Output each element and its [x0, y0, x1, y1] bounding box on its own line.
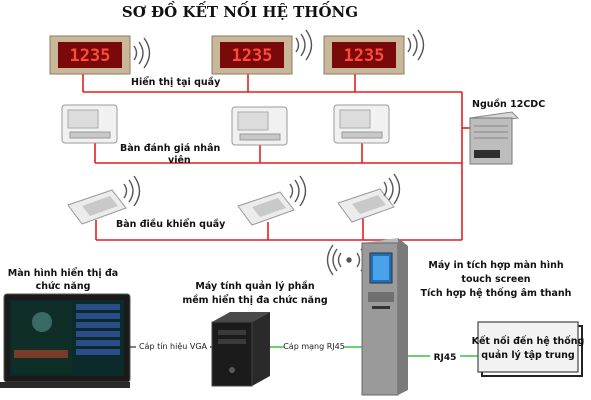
rating-panel-3 — [333, 104, 390, 144]
label-counter-display: Hiển thị tại quầy — [131, 76, 221, 88]
label-kiosk-line3: Tích hợp hệ thống âm thanh — [421, 288, 572, 299]
led-display-1-value: 1235 — [70, 46, 111, 66]
label-power: Nguồn 12CDC — [472, 99, 545, 110]
control-keypad-2 — [237, 191, 295, 226]
label-rating-line2: viên — [168, 155, 191, 166]
label-pc-line1: Máy tính quản lý phần — [195, 281, 314, 292]
label-rating-line1: Bàn đánh giá nhân — [120, 143, 220, 154]
label-rj45: RJ45 — [434, 353, 457, 363]
wireless-icon — [383, 173, 401, 205]
wireless-icon — [407, 29, 425, 61]
management-computer — [211, 312, 270, 387]
led-display-3-value: 1235 — [344, 46, 385, 66]
label-kiosk-line2: touch screen — [461, 274, 530, 285]
ticket-kiosk — [361, 238, 408, 396]
multi-function-monitor — [0, 293, 131, 388]
label-central-line2: quản lý tập trung — [481, 350, 574, 361]
rating-panel-2 — [231, 106, 288, 146]
label-central-line1: Kết nối đến hệ thống — [472, 336, 585, 347]
control-keypad-3 — [337, 188, 395, 223]
wireless-icon — [123, 175, 141, 207]
label-vga: Cáp tín hiệu VGA — [139, 341, 208, 351]
label-rj45-cable: Cáp mạng RJ45 — [283, 342, 345, 352]
label-kiosk-line1: Máy in tích hợp màn hình — [428, 260, 563, 271]
led-display-1: 1235 — [49, 35, 131, 75]
wireless-icon — [289, 175, 307, 207]
label-pc-line2: mềm hiển thị đa chức năng — [182, 294, 327, 306]
rating-panel-1 — [61, 104, 118, 144]
label-monitor-line1: Màn hình hiển thị đa — [8, 267, 118, 279]
central-management-box — [477, 321, 583, 377]
label-control: Bàn điều khiển quầy — [116, 218, 226, 230]
wireless-icon — [295, 29, 313, 61]
led-display-2-value: 1235 — [232, 46, 273, 66]
label-monitor-line2: chức năng — [36, 281, 91, 292]
led-display-3: 1235 — [323, 35, 405, 75]
diagram-title: SƠ ĐỒ KẾT NỐI HỆ THỐNG — [122, 1, 358, 21]
power-supply — [468, 111, 520, 165]
led-display-2: 1235 — [211, 35, 293, 75]
control-keypad-1 — [67, 189, 127, 225]
wireless-icon — [133, 37, 151, 69]
